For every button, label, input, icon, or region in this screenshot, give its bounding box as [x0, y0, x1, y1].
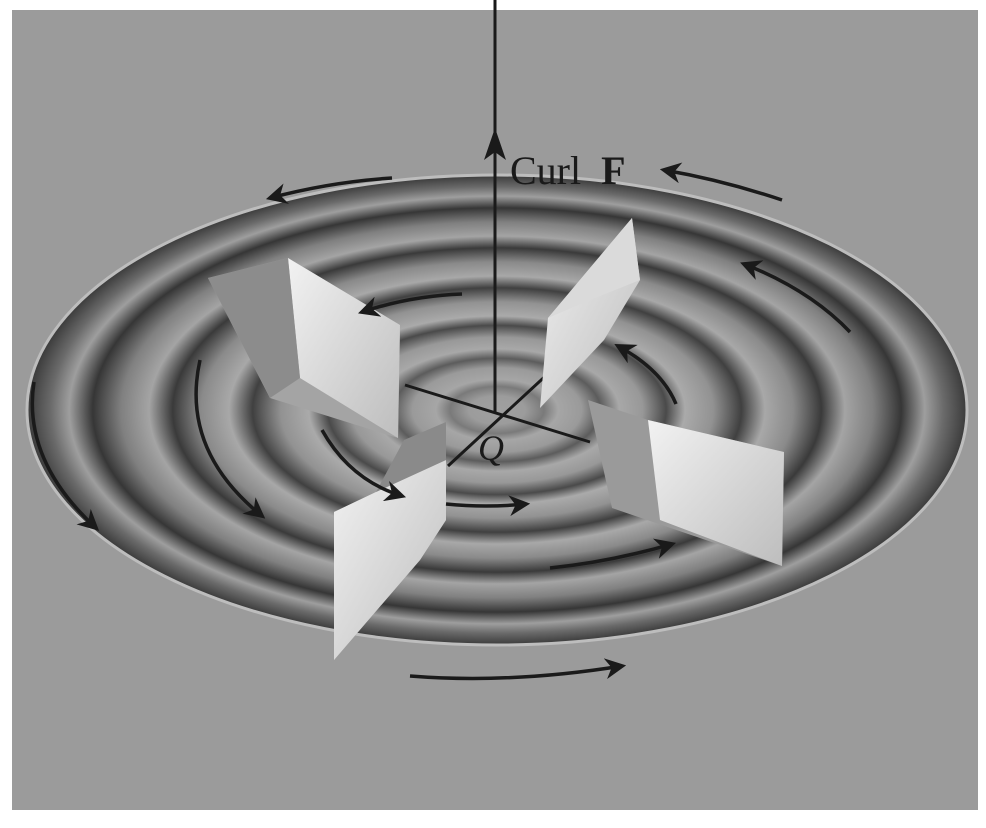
- paddle-bottom-left: [334, 422, 446, 660]
- arrow-mid-bottom-right: [549, 538, 677, 570]
- axis-line-1: [404, 383, 591, 444]
- point-q-label: Q: [478, 428, 504, 468]
- arrow-outer-top-right: [659, 162, 783, 202]
- curl-arrowhead: [484, 128, 506, 160]
- circulation-arrows: [30, 162, 852, 681]
- arrow-outer-right: [740, 260, 852, 334]
- curl-label: Curl F: [510, 148, 626, 193]
- axis-line-2: [446, 368, 554, 468]
- rippled-disk: [27, 175, 967, 645]
- arrow-inner-bottom: [445, 495, 531, 517]
- arrow-outer-left: [30, 381, 100, 531]
- curl-label-text: Curl: [510, 148, 581, 193]
- arrow-outer-bottom: [409, 658, 627, 681]
- arrow-outer-top-left: [265, 176, 393, 204]
- paddle-top-left: [208, 258, 400, 438]
- arrow-inner-left: [320, 429, 407, 502]
- paddle-top-right: [540, 218, 640, 408]
- arrow-inner-right: [614, 343, 678, 405]
- disk-rim: [25, 173, 969, 647]
- arrow-inner-top: [358, 292, 463, 317]
- curl-label-vector: F: [601, 148, 625, 193]
- arrow-mid-left: [194, 359, 266, 519]
- paddle-right: [588, 400, 784, 566]
